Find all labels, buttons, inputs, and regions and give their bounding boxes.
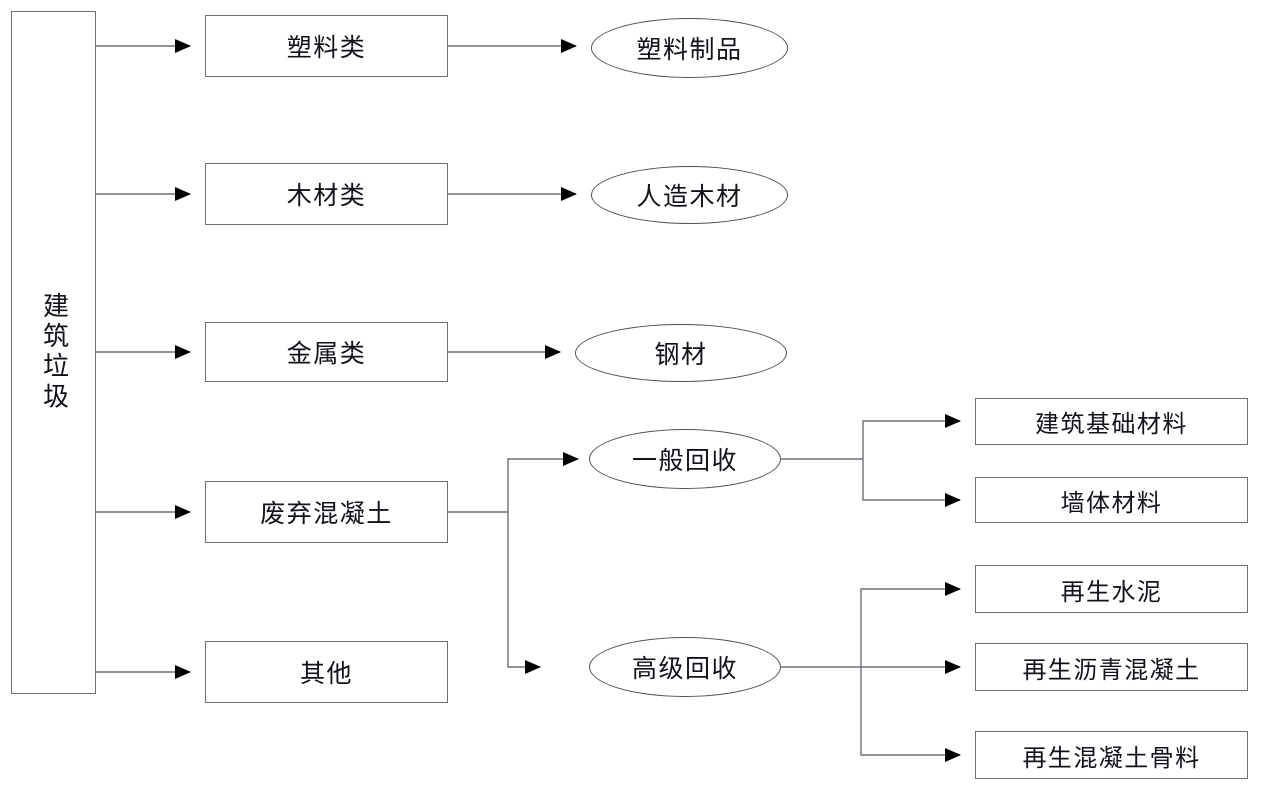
- node-recycled-cement-label: 再生水泥: [1060, 577, 1163, 606]
- node-plastic-product-label: 塑料制品: [636, 35, 743, 64]
- node-other-category[interactable]: 其他: [205, 641, 448, 703]
- node-man-made-wood-label: 人造木材: [636, 182, 743, 211]
- node-wall-material[interactable]: 墙体材料: [975, 477, 1248, 523]
- node-metal-category[interactable]: 金属类: [205, 322, 448, 382]
- edge-advanced-to-recycled-cement: [860, 582, 961, 667]
- node-recycled-asphalt-concrete[interactable]: 再生沥青混凝土: [975, 643, 1248, 691]
- node-plastic-category-label: 塑料类: [286, 33, 367, 62]
- node-steel[interactable]: 钢材: [575, 324, 787, 382]
- node-advanced-recycling[interactable]: 高级回收: [589, 637, 781, 697]
- node-other-category-label: 其他: [299, 659, 353, 688]
- edge-advanced-to-recycled-concrete-aggregate: [860, 667, 961, 762]
- node-wood-category-label: 木材类: [286, 181, 367, 210]
- node-metal-category-label: 金属类: [286, 339, 367, 368]
- node-building-base-material[interactable]: 建筑基础材料: [975, 398, 1248, 445]
- node-recycled-concrete-aggregate[interactable]: 再生混凝土骨料: [975, 731, 1248, 779]
- node-plastic-category[interactable]: 塑料类: [205, 15, 448, 77]
- node-waste-concrete-category-label: 废弃混凝土: [260, 499, 393, 528]
- edge-concrete-to-advanced-recycling: [507, 512, 541, 674]
- node-building-base-material-label: 建筑基础材料: [1035, 410, 1188, 438]
- node-man-made-wood[interactable]: 人造木材: [591, 166, 788, 224]
- node-plastic-product[interactable]: 塑料制品: [591, 18, 788, 78]
- node-general-recycling-label: 一般回收: [631, 446, 738, 475]
- node-recycled-asphalt-concrete-label: 再生沥青混凝土: [1022, 655, 1201, 684]
- node-wood-category[interactable]: 木材类: [205, 163, 448, 225]
- edge-general-to-wall-material: [862, 459, 961, 507]
- edge-general-to-building-base-material: [862, 414, 961, 459]
- node-recycled-concrete-aggregate-label: 再生混凝土骨料: [1022, 743, 1201, 772]
- node-construction-waste[interactable]: 建筑垃圾: [11, 11, 96, 694]
- node-recycled-cement[interactable]: 再生水泥: [975, 565, 1248, 613]
- node-waste-concrete-category[interactable]: 废弃混凝土: [205, 481, 448, 543]
- node-wall-material-label: 墙体材料: [1060, 488, 1163, 517]
- node-general-recycling[interactable]: 一般回收: [589, 429, 781, 489]
- node-construction-waste-label: 建筑垃圾: [38, 292, 69, 413]
- edge-concrete-to-general-recycling: [507, 452, 579, 512]
- node-steel-label: 钢材: [654, 340, 708, 369]
- node-advanced-recycling-label: 高级回收: [631, 654, 738, 683]
